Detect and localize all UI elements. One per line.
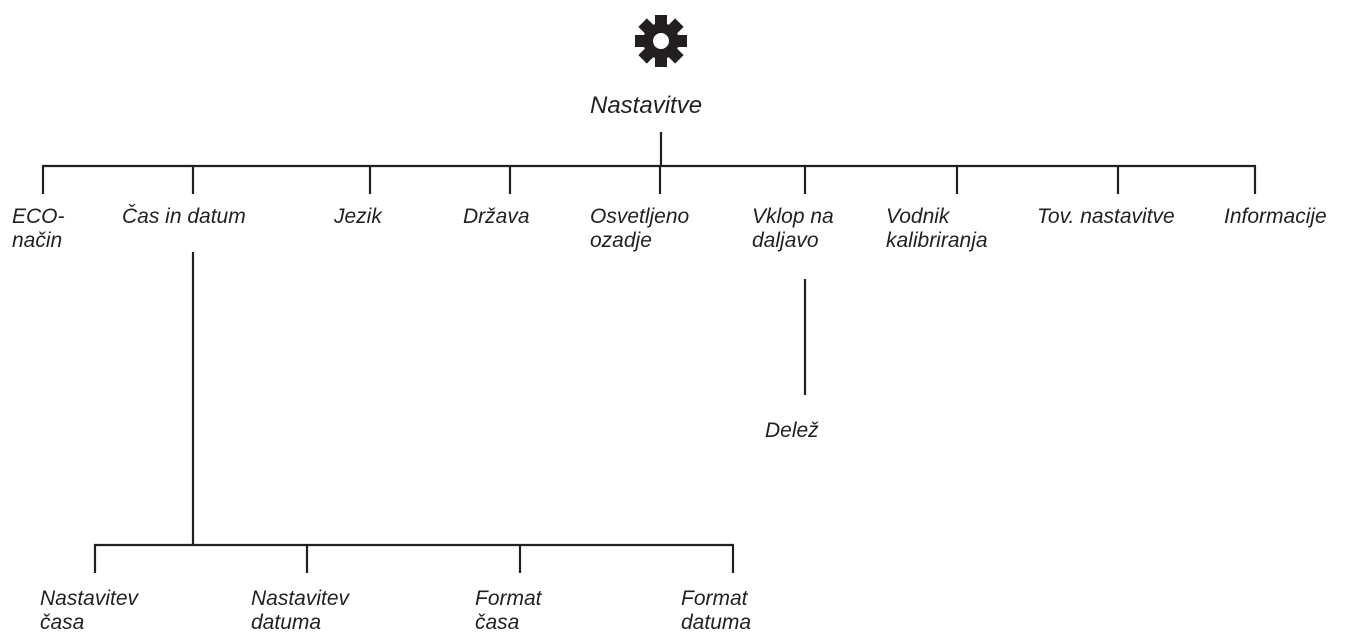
node-tov-nastavitve: Tov. nastavitve: [1037, 205, 1175, 228]
gear-icon: [635, 15, 687, 67]
node-jezik: Jezik: [334, 205, 382, 228]
node-informacije: Informacije: [1224, 205, 1327, 228]
node-delez: Delež: [765, 419, 819, 442]
node-drzava: Država: [463, 205, 530, 228]
node-eco: ECO-način: [12, 205, 65, 252]
node-cas-in-datum: Čas in datum: [122, 205, 246, 228]
root-label: Nastavitve: [590, 92, 703, 119]
